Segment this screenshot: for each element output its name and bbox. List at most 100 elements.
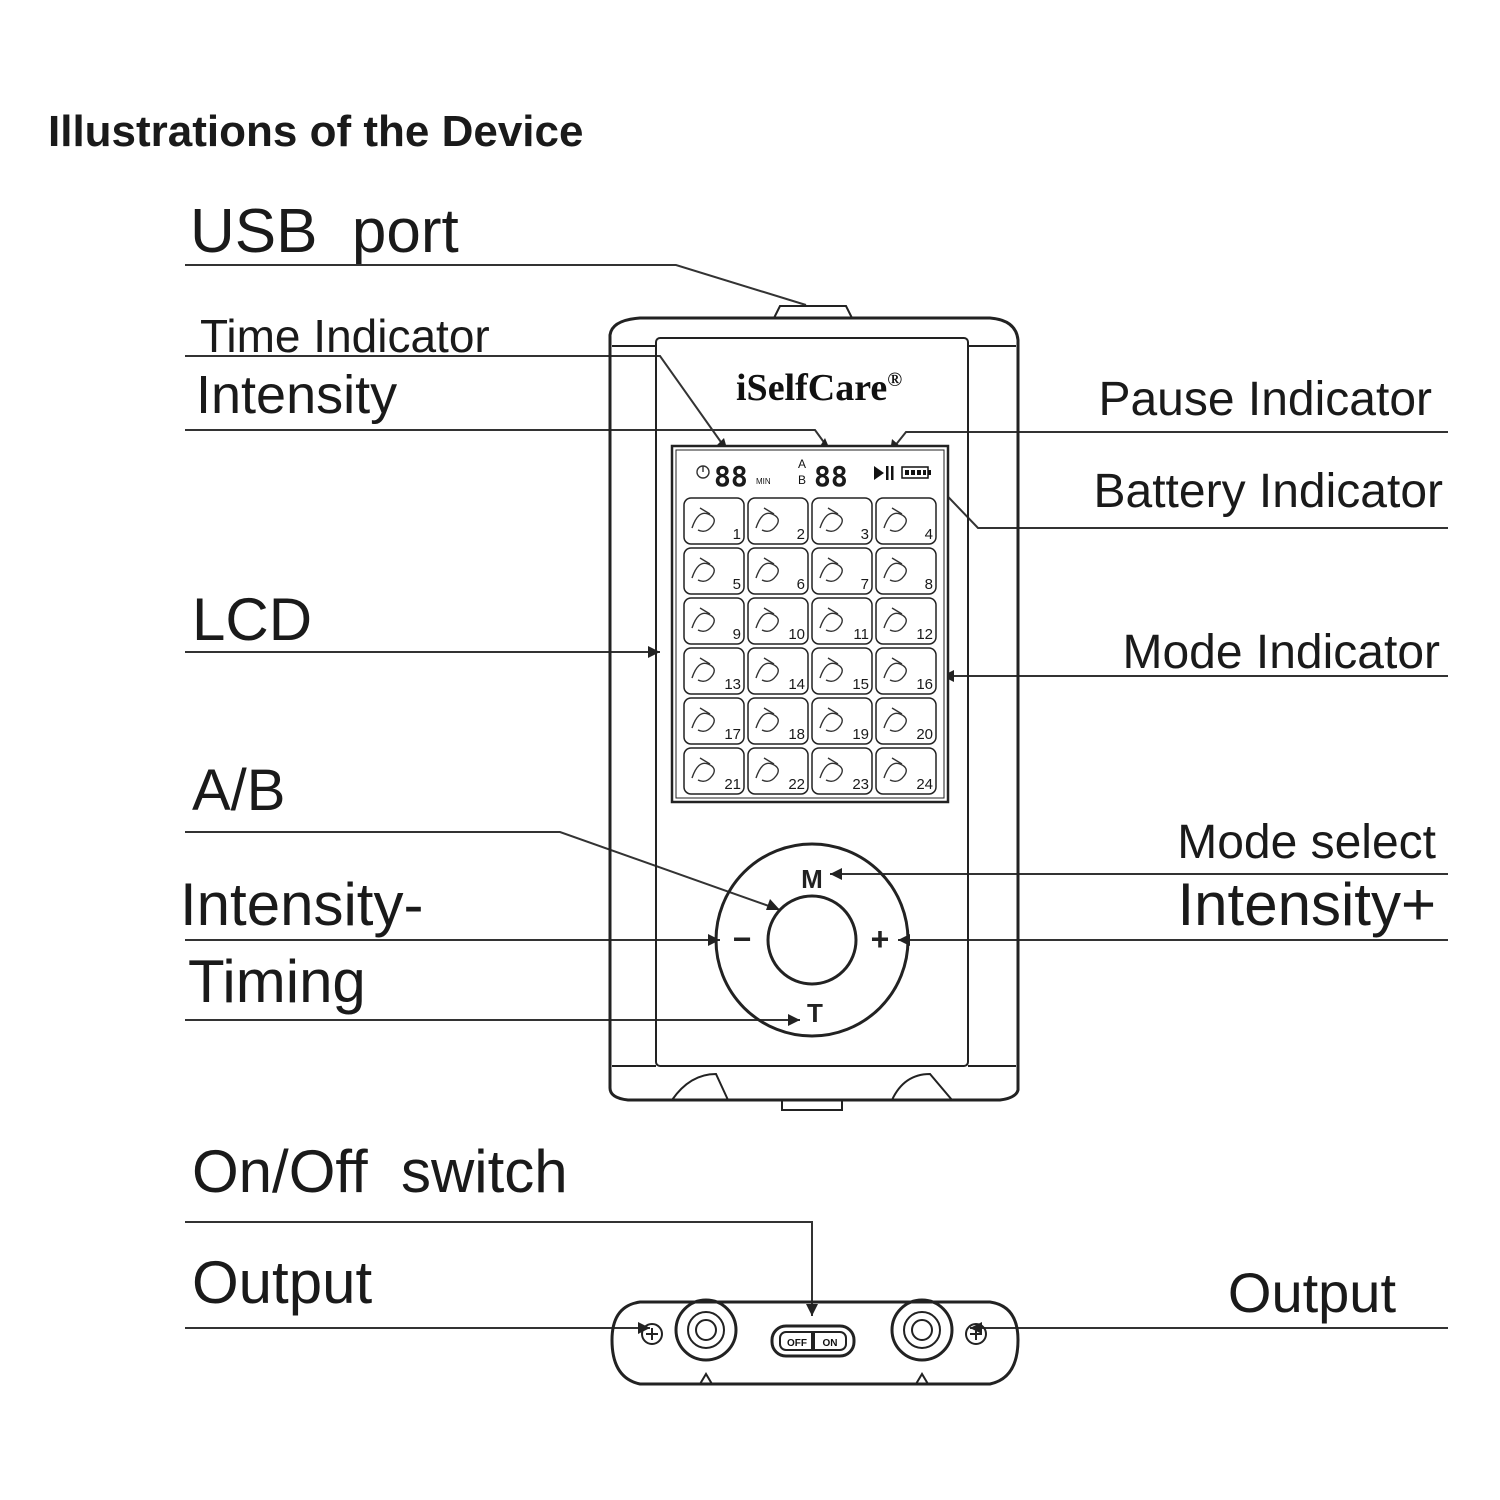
- device-outline: [608, 316, 1020, 1102]
- device-foot-right: [891, 1072, 953, 1101]
- device-foot-left: [671, 1072, 729, 1101]
- output-jack-left[interactable]: [674, 1298, 738, 1362]
- body-part-icon: [691, 557, 715, 583]
- mode-number: 3: [861, 526, 869, 543]
- mode-number: 2: [797, 526, 805, 543]
- body-part-icon: [819, 607, 843, 633]
- mode-number: 10: [788, 626, 805, 643]
- mode-indicator-cell: 9: [683, 597, 745, 645]
- mode-select-button[interactable]: M: [801, 864, 823, 894]
- body-part-icon: [883, 657, 907, 683]
- control-ring: [714, 842, 910, 1038]
- play-pause-icon: [874, 466, 894, 480]
- mode-indicator-cell: 20: [875, 697, 937, 745]
- mode-indicator-cell: 21: [683, 747, 745, 795]
- mode-number: 13: [724, 676, 741, 693]
- intensity-plus-label: Intensity+: [1178, 871, 1437, 938]
- mode-number: 4: [925, 526, 933, 543]
- mode-indicator-cell: 18: [747, 697, 809, 745]
- channel-a-indicator: A: [798, 457, 806, 471]
- mode-number: 5: [733, 576, 741, 593]
- usb-port: [773, 305, 853, 319]
- mode-number: 22: [788, 776, 805, 793]
- mode-indicator-cell: 13: [683, 647, 745, 695]
- body-part-icon: [755, 507, 779, 533]
- time-indicator-label: Time Indicator: [200, 310, 490, 362]
- body-part-icon: [691, 707, 715, 733]
- mode-number: 1: [733, 526, 741, 543]
- screw-icon: [641, 1323, 663, 1345]
- ab-leader: [185, 831, 781, 911]
- mode-number: 19: [852, 726, 869, 743]
- mode-indicator-cell: 15: [811, 647, 873, 695]
- body-part-icon: [691, 657, 715, 683]
- ab-button[interactable]: [766, 894, 858, 986]
- intensity-indicator-label: Intensity: [196, 365, 397, 425]
- switch-off-label: OFF: [787, 1338, 807, 1349]
- mode-number: 14: [788, 676, 805, 693]
- mode-indicator-cell: 8: [875, 547, 937, 595]
- body-part-icon: [755, 557, 779, 583]
- usb-port-leader: [185, 264, 807, 306]
- lcd-inner: [675, 449, 945, 799]
- mode-indicator-cell: 12: [875, 597, 937, 645]
- time-indicator-leader: [185, 355, 729, 453]
- mode-indicator-cell: 1: [683, 497, 745, 545]
- mode-indicator-cell: 17: [683, 697, 745, 745]
- mode-indicator-cell: 7: [811, 547, 873, 595]
- channel-b-indicator: B: [798, 473, 806, 487]
- mode-number: 9: [733, 626, 741, 643]
- intensity-plus-button[interactable]: +: [871, 921, 890, 957]
- output-left-label: Output: [192, 1249, 372, 1316]
- mode-indicator-cell: 19: [811, 697, 873, 745]
- arrowhead: [788, 1014, 800, 1026]
- mode-number: 17: [724, 726, 741, 743]
- on-off-switch-leader: [185, 1221, 813, 1316]
- body-part-icon: [819, 657, 843, 683]
- leader-lines: [185, 264, 1448, 1334]
- mode-number: 24: [916, 776, 933, 793]
- ab-button-label: A/B: [192, 758, 286, 823]
- body-part-icon: [819, 707, 843, 733]
- mode-indicator-cell: 16: [875, 647, 937, 695]
- mode-indicator-cell: 14: [747, 647, 809, 695]
- on-off-switch[interactable]: OFF ON: [770, 1324, 856, 1358]
- mode-number: 8: [925, 576, 933, 593]
- battery-indicator-label: Battery Indicator: [1094, 465, 1444, 518]
- power-switch-nub: [781, 1099, 843, 1111]
- arrowhead: [766, 899, 780, 910]
- mode-indicator-cell: 4: [875, 497, 937, 545]
- arrowhead: [830, 868, 842, 880]
- body-part-icon: [883, 707, 907, 733]
- usb-port-label: USB port: [190, 197, 459, 266]
- body-part-icon: [691, 507, 715, 533]
- timing-button[interactable]: T: [807, 998, 823, 1028]
- clock-icon: [696, 465, 710, 479]
- body-part-icon: [691, 607, 715, 633]
- mode-number: 15: [852, 676, 869, 693]
- mode-indicator-label: Mode Indicator: [1122, 626, 1440, 679]
- device-body: [608, 305, 1020, 1111]
- body-part-icon: [883, 557, 907, 583]
- on-off-switch-label: On/Off switch: [192, 1138, 568, 1205]
- body-part-icon: [755, 657, 779, 683]
- mode-number: 20: [916, 726, 933, 743]
- mode-indicator-cell: 11: [811, 597, 873, 645]
- intensity-minus-button[interactable]: −: [733, 921, 752, 957]
- body-part-icon: [883, 607, 907, 633]
- screw-icon: [965, 1323, 987, 1345]
- intensity-minus-label: Intensity-: [180, 871, 423, 938]
- bottom-outline: [610, 1300, 1020, 1386]
- body-part-icon: [883, 507, 907, 533]
- battery-icon: [901, 466, 931, 479]
- intensity-display: 88: [814, 460, 848, 493]
- mode-indicator-cell: 22: [747, 747, 809, 795]
- pause-indicator-label: Pause Indicator: [1098, 373, 1432, 426]
- mode-indicator-cell: 5: [683, 547, 745, 595]
- output-jack-right[interactable]: [890, 1298, 954, 1362]
- body-part-icon: [755, 607, 779, 633]
- arrowhead: [648, 646, 660, 658]
- time-unit: MIN: [756, 477, 771, 486]
